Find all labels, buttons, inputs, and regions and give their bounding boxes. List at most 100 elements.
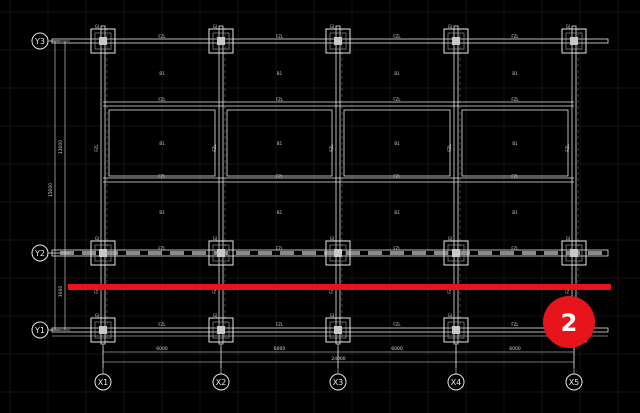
footing-inner xyxy=(329,321,347,339)
footing-inner xyxy=(447,244,465,262)
slab-label: B1 xyxy=(394,71,400,76)
beam-y2-hatch xyxy=(324,251,338,255)
column-core xyxy=(452,249,460,257)
column-core xyxy=(334,37,342,45)
beam-y2-hatch xyxy=(588,251,602,255)
column-footing-X2-Y1: GJ xyxy=(208,313,234,343)
slab-label: B1 xyxy=(159,210,165,215)
axis-label-X5: X5 xyxy=(569,378,580,387)
beam-label: FZL xyxy=(276,97,284,102)
beam-label-vertical: FZL xyxy=(329,144,334,152)
beam-label: FZL xyxy=(511,97,519,102)
column-tag: GJ xyxy=(213,24,217,29)
beam-label: FZL xyxy=(511,34,519,39)
step-badge: 2 xyxy=(543,296,595,348)
beam-y2-hatch xyxy=(258,251,272,255)
axis-label-Y1: Y1 xyxy=(34,326,45,335)
column-footing-X1-Y3: GJ xyxy=(90,24,116,54)
beam-y2-hatch xyxy=(148,251,162,255)
dim-text-total-y: 15000 xyxy=(48,183,54,197)
beam-label: FZL xyxy=(393,174,401,179)
axis-label-X1: X1 xyxy=(98,378,109,387)
dim-text-bay: 6000 xyxy=(156,346,168,352)
footing-outline xyxy=(325,240,351,266)
slab-label: B1 xyxy=(394,141,400,146)
column-core xyxy=(217,37,225,45)
beam-label-vertical: FZL xyxy=(94,144,99,152)
column-core xyxy=(334,326,342,334)
beam-label: FZL xyxy=(393,322,401,327)
dim-text-total: 24000 xyxy=(331,356,345,362)
column-tag: GJ xyxy=(566,236,570,241)
beam-label: FZL xyxy=(158,246,166,251)
column-footing-X1-Y1: GJ xyxy=(90,313,116,343)
beam-label: FZL xyxy=(158,174,166,179)
footing-inner xyxy=(94,244,112,262)
axis-bubble-X4 xyxy=(447,373,465,391)
column-core xyxy=(334,249,342,257)
axis-bubble-X3 xyxy=(329,373,347,391)
column-footing-X4-Y2: GJ xyxy=(443,236,469,266)
column-footing-X2-Y2: GJ xyxy=(208,236,234,266)
step-badge-number: 2 xyxy=(561,309,578,337)
dim-text-bay: 6000 xyxy=(274,346,286,352)
beam-vertical-X3 xyxy=(335,25,341,345)
footing-outline xyxy=(208,240,234,266)
footing-outline xyxy=(208,28,234,54)
beam-label: FZL xyxy=(158,322,166,327)
footing-inner xyxy=(447,32,465,50)
column-footing-X3-Y2: GJ xyxy=(325,236,351,266)
footing-inner xyxy=(329,244,347,262)
footing-inner xyxy=(94,321,112,339)
column-core xyxy=(452,37,460,45)
beam-y2-hatch xyxy=(456,251,470,255)
footing-inner xyxy=(94,32,112,50)
beam-label: FZL xyxy=(511,174,519,179)
column-footing-X5-Y2: GJ xyxy=(561,236,587,266)
axis-bubble-X1 xyxy=(94,373,112,391)
highlight-line xyxy=(68,284,611,290)
column-tag: GJ xyxy=(330,24,334,29)
footing-outline xyxy=(443,28,469,54)
beam-label: FZL xyxy=(511,322,519,327)
footing-inner xyxy=(447,321,465,339)
axis-label-X3: X3 xyxy=(333,378,344,387)
beam-y2-hatch xyxy=(522,251,536,255)
column-core xyxy=(99,326,107,334)
beam-label: FZL xyxy=(276,322,284,327)
beam-label-vertical: FZL xyxy=(212,144,217,152)
column-core xyxy=(570,249,578,257)
footing-outline xyxy=(208,317,234,343)
footing-outline xyxy=(90,240,116,266)
beam-y2-hatch xyxy=(500,251,514,255)
column-core xyxy=(217,249,225,257)
footing-outline xyxy=(325,28,351,54)
dim-text-bay: 6000 xyxy=(509,346,521,352)
footing-outline xyxy=(561,28,587,54)
footing-inner xyxy=(329,32,347,50)
column-core xyxy=(217,326,225,334)
slab-panel xyxy=(108,109,216,177)
beam-y2-hatch xyxy=(412,251,426,255)
footing-outline xyxy=(561,240,587,266)
beam-label-vertical: FZL xyxy=(447,144,452,152)
beam-vertical-X1 xyxy=(100,25,106,345)
drawing-labels: B1B1B1B1FZLFZLFZLFZLFZLB1B1B1B1FZLFZLFZL… xyxy=(94,34,570,327)
column-tag: GJ xyxy=(330,236,334,241)
column-core xyxy=(99,249,107,257)
beam-y2-hatch xyxy=(434,251,448,255)
column-footing-X2-Y3: GJ xyxy=(208,24,234,54)
beam-y2-hatch xyxy=(368,251,382,255)
footing-outline xyxy=(443,240,469,266)
slab-label: B1 xyxy=(394,210,400,215)
beam-y2-hatch xyxy=(280,251,294,255)
column-tag: GJ xyxy=(95,236,99,241)
beam-y2-hatch xyxy=(302,251,316,255)
slab-label: B1 xyxy=(159,71,165,76)
footing-inner xyxy=(565,32,583,50)
slab-label: B1 xyxy=(512,141,518,146)
beam-y2-hatch xyxy=(170,251,184,255)
